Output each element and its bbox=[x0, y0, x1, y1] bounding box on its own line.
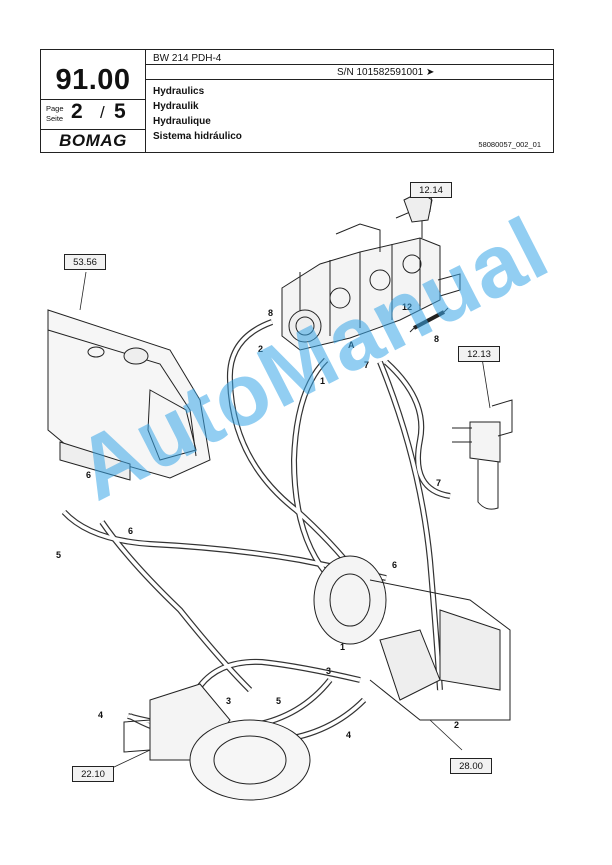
document-reference: 58080057_002_01 bbox=[478, 140, 541, 149]
section-number: 91.00 bbox=[55, 64, 131, 96]
callout: 4 bbox=[98, 710, 104, 720]
callout: 1 bbox=[320, 376, 326, 386]
callout: 8 bbox=[268, 308, 274, 318]
page-current: 2 bbox=[71, 100, 83, 123]
page-label-en: Page bbox=[46, 104, 64, 113]
brand-logo: BOMAG bbox=[59, 131, 127, 150]
drawing-linework bbox=[47, 191, 513, 801]
ref-box: 53.56 bbox=[64, 254, 106, 270]
section-panel: 91.00 Page Seite 2 / 5 BOMAG bbox=[41, 50, 146, 152]
ref-box: 12.14 bbox=[410, 182, 452, 198]
ref-box: 28.00 bbox=[450, 758, 492, 774]
title-es: Sistema hidráulico bbox=[153, 131, 242, 142]
title-en: Hydraulics bbox=[153, 86, 205, 97]
page-label: Page Seite bbox=[46, 104, 64, 124]
drive-motor-assembly bbox=[123, 683, 311, 801]
page-separator: / bbox=[100, 103, 105, 122]
callout: 8 bbox=[434, 334, 440, 344]
callout: 4 bbox=[346, 730, 352, 740]
callout: 6 bbox=[128, 526, 134, 536]
page-label-de: Seite bbox=[46, 114, 64, 123]
filter-assembly bbox=[452, 399, 513, 510]
hydraulic-exploded-drawing: 12.14 53.56 12.13 22.10 28.00 8 2 1 7 12… bbox=[0, 160, 612, 860]
callout: 6 bbox=[86, 470, 92, 480]
callout: A bbox=[348, 340, 355, 350]
callout: 3 bbox=[326, 666, 332, 676]
ref-box: 22.10 bbox=[72, 766, 114, 782]
callout: 1 bbox=[340, 642, 346, 652]
model-name: BW 214 PDH-4 bbox=[153, 53, 222, 64]
ref-box: 12.13 bbox=[458, 346, 500, 362]
page-total: 5 bbox=[114, 100, 126, 123]
callout: 3 bbox=[226, 696, 232, 706]
pump-assembly bbox=[281, 191, 461, 351]
divider bbox=[41, 99, 145, 100]
callout: 5 bbox=[56, 550, 62, 560]
callout: 5 bbox=[276, 696, 282, 706]
callout: 6 bbox=[392, 560, 398, 570]
title-de: Hydraulik bbox=[153, 101, 199, 112]
engine-valve-cover bbox=[47, 309, 211, 481]
axle-assembly bbox=[313, 555, 511, 721]
document-header: 91.00 Page Seite 2 / 5 BOMAG BW 214 PDH-… bbox=[40, 49, 554, 153]
callout: 7 bbox=[436, 478, 442, 488]
serial-number: S/N 101582591001 ➤ bbox=[337, 67, 435, 78]
callout: 2 bbox=[454, 720, 460, 730]
callout: 7 bbox=[364, 360, 370, 370]
title-fr: Hydraulique bbox=[153, 116, 211, 127]
divider bbox=[145, 79, 553, 80]
divider bbox=[41, 129, 145, 130]
callout: 12 bbox=[402, 302, 413, 312]
divider bbox=[145, 64, 553, 65]
callout: 2 bbox=[258, 344, 264, 354]
